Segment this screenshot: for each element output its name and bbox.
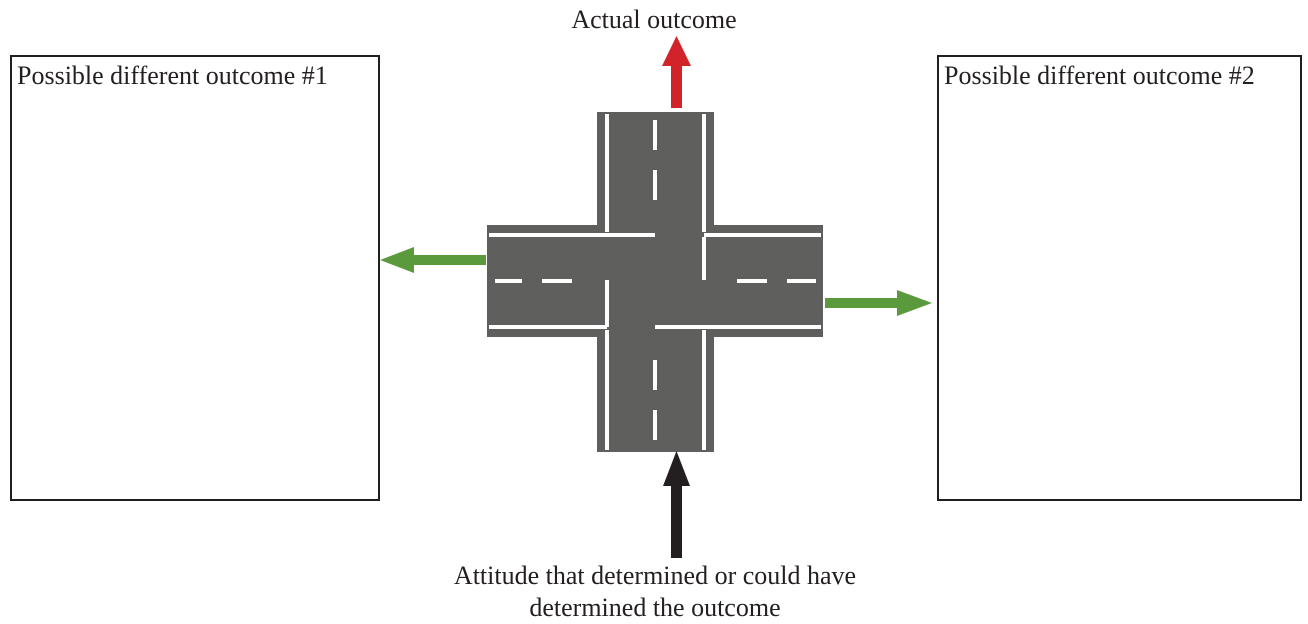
attitude-label: Attitude that determined or could have d… bbox=[380, 560, 930, 624]
actual-outcome-label: Actual outcome bbox=[571, 5, 737, 34]
attitude-label-line-2: determined the outcome bbox=[529, 593, 781, 622]
possible-outcome-1-title: Possible different outcome #1 bbox=[17, 61, 328, 90]
arrow-up-icon bbox=[662, 36, 691, 108]
road-edge-lines bbox=[489, 114, 821, 450]
attitude-arrow-icon bbox=[663, 451, 690, 558]
arrow-left-icon bbox=[380, 247, 486, 273]
crossroads-icon bbox=[487, 112, 823, 452]
attitude-label-line-1: Attitude that determined or could have bbox=[453, 561, 857, 590]
possible-outcome-1-box[interactable]: Possible different outcome #1 bbox=[10, 55, 380, 501]
possible-outcome-2-title: Possible different outcome #2 bbox=[944, 61, 1255, 90]
possible-outcome-2-box[interactable]: Possible different outcome #2 bbox=[937, 55, 1302, 501]
lane-dashes bbox=[495, 120, 816, 440]
arrow-right-icon bbox=[825, 290, 932, 316]
horizontal-road bbox=[487, 225, 823, 337]
